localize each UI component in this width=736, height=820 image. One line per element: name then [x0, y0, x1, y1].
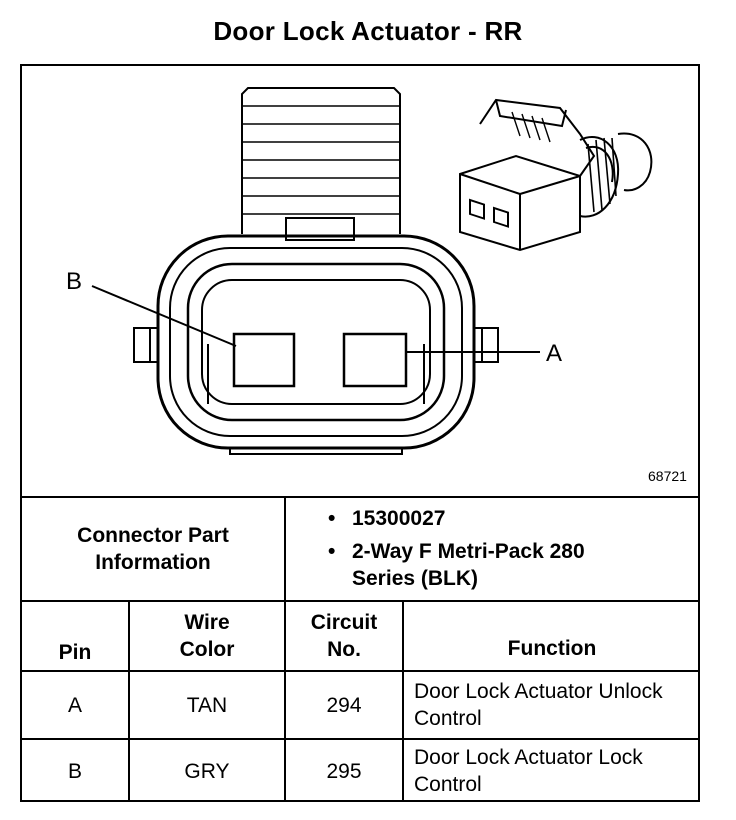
- header-pin: Pin: [58, 641, 92, 664]
- pin-a-label: A: [546, 340, 563, 367]
- table-divider-info: [284, 496, 286, 802]
- row-a-function: Door Lock Actuator Unlock Control: [414, 680, 663, 730]
- header-function: Function: [507, 637, 597, 660]
- pin-b-label: B: [66, 268, 83, 295]
- row-a-wire-color: TAN: [186, 693, 228, 717]
- diagram-frame: [20, 64, 700, 802]
- header-circuit-no: Circuit No.: [310, 611, 378, 661]
- header-wire-color: Wire Color: [179, 611, 235, 661]
- cavity-opening: [201, 279, 431, 405]
- connector-info-item: •2-Way F Metri-Pack 280 Series (BLK): [328, 540, 585, 590]
- leader-b: [91, 285, 237, 347]
- table-rule-header: [20, 670, 700, 672]
- row-b-circuit-no: 295: [326, 759, 362, 783]
- left-ear: [133, 327, 158, 363]
- connector-isometric-view: [459, 98, 653, 252]
- table-divider-pin: [128, 600, 130, 802]
- cavity-b: [232, 332, 296, 388]
- table-rule-info: [20, 600, 700, 602]
- page-title: Door Lock Actuator - RR: [213, 16, 523, 46]
- connector-body-inner: [186, 262, 446, 422]
- connector-info-list: •15300027 •2-Way F Metri-Pack 280 Series…: [328, 505, 602, 592]
- row-a-pin: A: [67, 693, 82, 717]
- row-a-circuit-no: 294: [326, 693, 362, 717]
- table-top-rule: [20, 496, 700, 498]
- connector-body-outer: [156, 234, 476, 450]
- latch-housing: [241, 87, 401, 234]
- row-b-wire-color: GRY: [184, 759, 230, 783]
- row-b-pin: B: [67, 759, 82, 783]
- latch-ribs: [242, 105, 400, 215]
- row-b-function: Door Lock Actuator Lock Control: [414, 746, 643, 796]
- connector-info-label: Connector Part Information: [77, 524, 229, 574]
- connector-info-item: •15300027: [328, 507, 446, 530]
- table-divider-circuit: [402, 600, 404, 802]
- right-ear: [474, 327, 499, 363]
- connector-body-ring: [169, 247, 463, 437]
- figure-number: 68721: [648, 468, 687, 484]
- connector-face-drawing: [91, 87, 653, 455]
- cavity-a: [342, 332, 408, 388]
- table-rule-row-a: [20, 738, 700, 740]
